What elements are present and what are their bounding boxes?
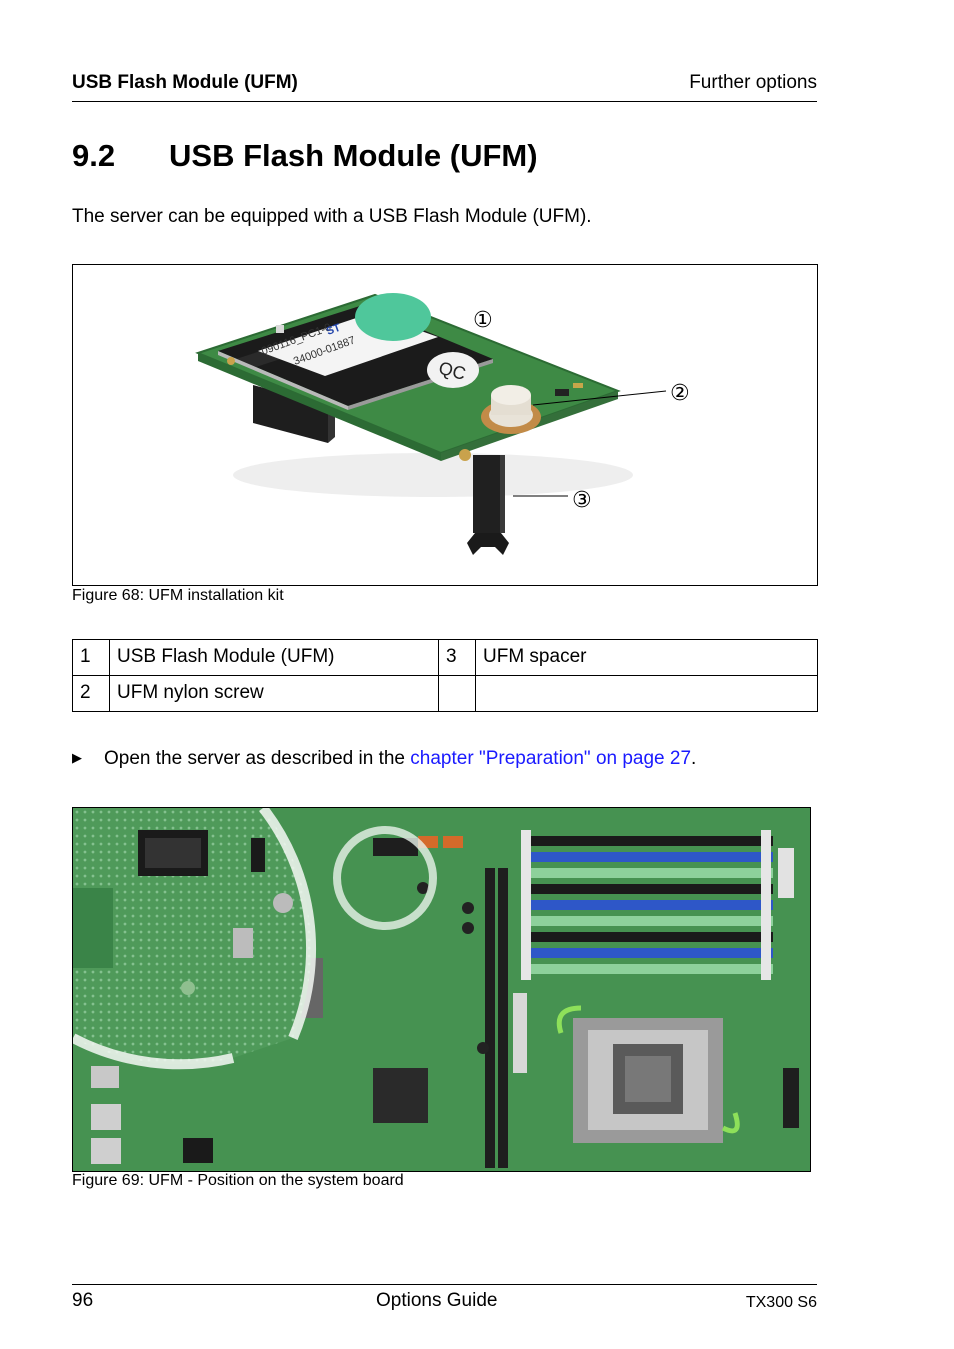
figure-69-caption: Figure 69: UFM - Position on the system … [72, 1172, 404, 1189]
legend-number: 1 [72, 639, 110, 676]
bullet-arrow-icon: ▶ [72, 750, 82, 765]
figure-ufm-kit: 090116_PC1-0 ST 34000-01887 QC ① ② ③ [72, 264, 818, 586]
header-rule [72, 101, 817, 102]
legend-number [438, 675, 476, 712]
legend-number: 3 [438, 639, 476, 676]
instruction-step: ▶ Open the server as described in the cha… [72, 748, 696, 770]
figure-system-board [72, 807, 811, 1172]
table-row: 2 UFM nylon screw [72, 675, 818, 712]
callout-1: ① [473, 308, 493, 333]
page-number: 96 [72, 1290, 94, 1311]
preparation-chapter-link[interactable]: chapter "Preparation" on page 27 [410, 748, 692, 769]
legend-text: UFM spacer [475, 639, 818, 676]
running-header-chapter: Further options [689, 72, 817, 93]
running-header-title: USB Flash Module (UFM) [72, 72, 298, 93]
figure-68-caption: Figure 68: UFM installation kit [72, 587, 284, 604]
section-number: 9.2 [72, 138, 116, 173]
legend-number: 2 [72, 675, 110, 712]
chip-brand-text: ST [325, 322, 343, 338]
footer-rule [72, 1284, 817, 1285]
callout-3: ③ [572, 488, 592, 513]
document-title: Options Guide [376, 1290, 498, 1311]
system-board-illustration [73, 808, 810, 1171]
product-model: TX300 S6 [745, 1294, 817, 1311]
intro-paragraph: The server can be equipped with a USB Fl… [72, 206, 592, 227]
ufm-kit-illustration: 090116_PC1-0 ST 34000-01887 QC ① ② ③ [195, 293, 690, 555]
callout-2: ② [670, 381, 690, 406]
section-heading: 9.2 USB Flash Module (UFM) [72, 138, 538, 174]
section-title: USB Flash Module (UFM) [169, 138, 538, 173]
legend-text: UFM nylon screw [109, 675, 439, 712]
legend-table: 1 USB Flash Module (UFM) 3 UFM spacer 2 … [72, 639, 818, 712]
legend-text [475, 675, 818, 712]
table-row: 1 USB Flash Module (UFM) 3 UFM spacer [72, 639, 818, 676]
step-text: Open the server as described in the [104, 748, 411, 769]
legend-text: USB Flash Module (UFM) [109, 639, 439, 676]
step-text-end: . [691, 748, 697, 769]
